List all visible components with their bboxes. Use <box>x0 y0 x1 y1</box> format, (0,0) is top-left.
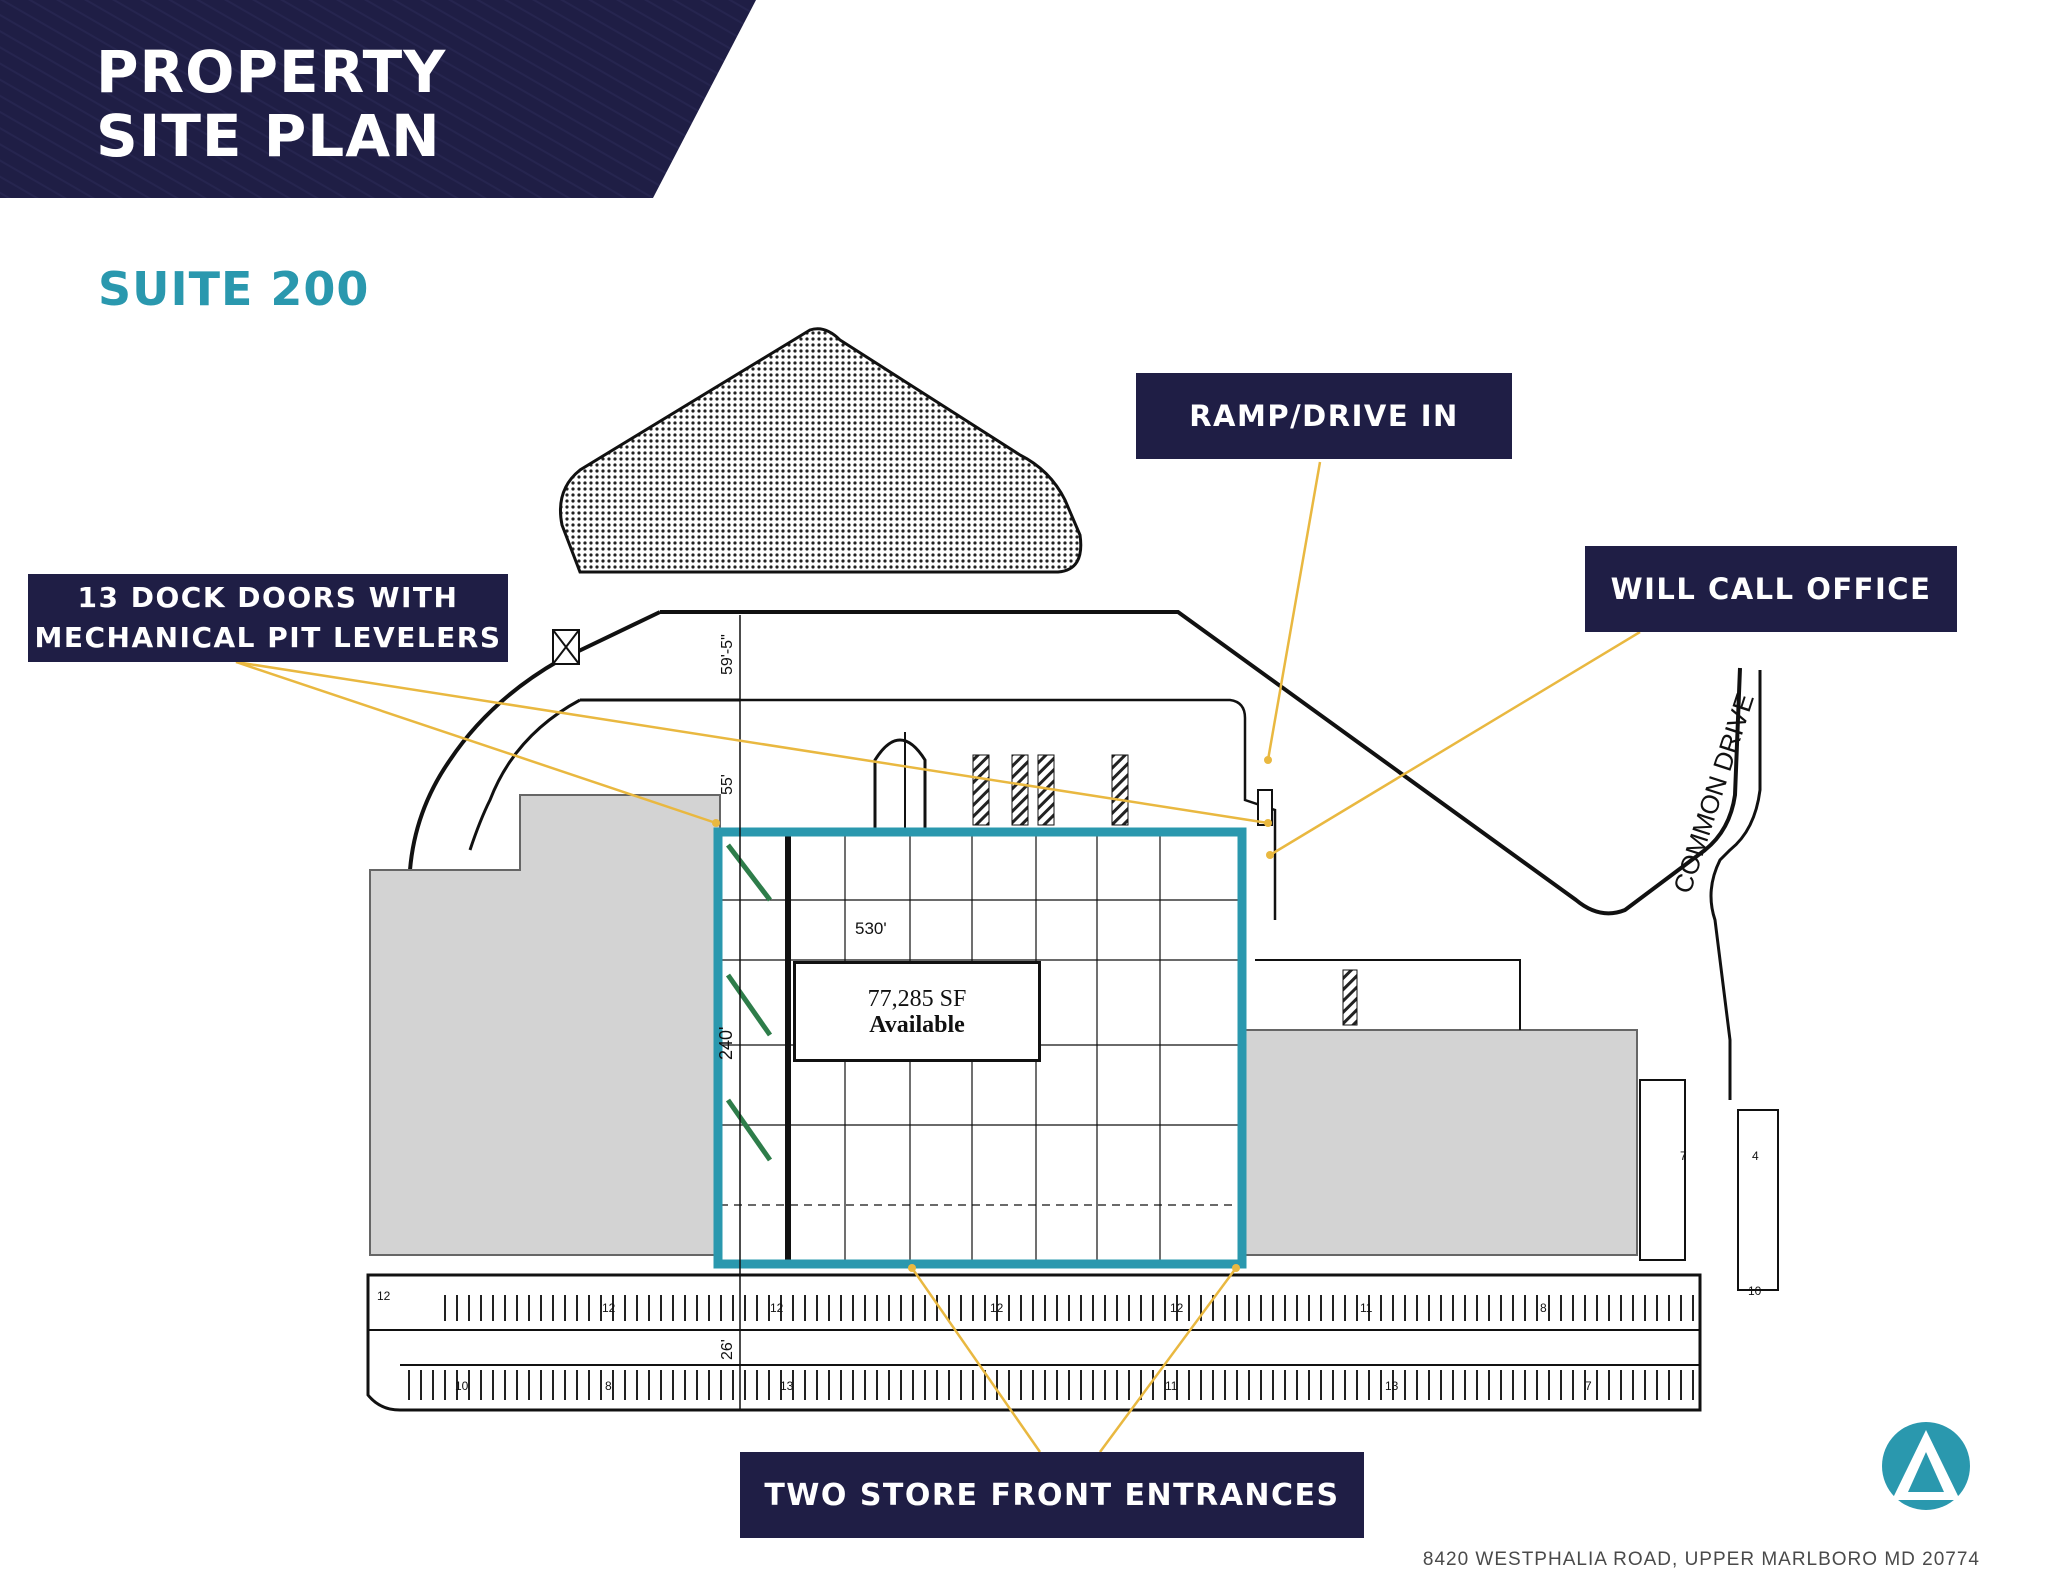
space-count: 12 <box>1170 1301 1184 1315</box>
callout-leaders <box>235 461 1641 1453</box>
dim-parking: 26' <box>719 1339 736 1360</box>
title-line-1: PROPERTY <box>96 38 447 106</box>
dim-truck-court: 55' <box>719 774 736 795</box>
space-count: 11 <box>1165 1379 1178 1393</box>
callout-dock-line-2: MECHANICAL PIT LEVELERS <box>34 621 502 654</box>
space-count: 10 <box>1748 1284 1762 1298</box>
left-building-gray <box>369 794 721 1256</box>
property-outline <box>660 610 1742 916</box>
callout-entrances-label: TWO STORE FRONT ENTRANCES <box>764 1477 1340 1513</box>
space-count: 13 <box>1385 1379 1399 1393</box>
space-count: 7 <box>1585 1379 1592 1393</box>
availability-box: 77,285 SF Available <box>793 961 1041 1062</box>
right-building-gray <box>1244 1029 1638 1256</box>
space-count: 12 <box>377 1289 391 1303</box>
space-count: 8 <box>1540 1301 1547 1315</box>
suite-label: SUITE 200 <box>98 262 370 316</box>
road-edge <box>1709 670 1762 1100</box>
space-count: 12 <box>602 1301 616 1315</box>
space-count: 12 <box>990 1301 1004 1315</box>
space-count: 4 <box>1752 1149 1759 1163</box>
dim-top: 59'-5" <box>719 634 736 675</box>
parking-outline <box>366 1273 1702 1412</box>
callout-store-front-entrances: TWO STORE FRONT ENTRANCES <box>740 1452 1364 1538</box>
dim-depth: 240' <box>716 1027 736 1060</box>
page-title: PROPERTY SITE PLAN <box>96 40 446 168</box>
callout-will-call-office: WILL CALL OFFICE <box>1585 546 1957 632</box>
callout-dock-line-1: 13 DOCK DOORS WITH <box>77 581 459 614</box>
space-count: 7 <box>1680 1149 1687 1163</box>
access-drive <box>407 610 661 876</box>
space-count: 13 <box>780 1379 794 1393</box>
suite-200-outline <box>713 827 1247 1269</box>
callout-ramp-label: RAMP/DRIVE IN <box>1189 399 1459 433</box>
title-line-2: SITE PLAN <box>96 102 441 170</box>
property-address: 8420 WESTPHALIA ROAD, UPPER MARLBORO MD … <box>1422 1549 1980 1570</box>
available-sf: 77,285 SF <box>867 985 967 1012</box>
stormwater-pond <box>558 327 1083 574</box>
space-count: 12 <box>770 1301 784 1315</box>
available-label: Available <box>869 1011 965 1038</box>
callout-dock-doors: 13 DOCK DOORS WITH MECHANICAL PIT LEVELE… <box>28 574 508 662</box>
dim-width: 530' <box>855 919 887 938</box>
callout-ramp-drive-in: RAMP/DRIVE IN <box>1136 373 1512 459</box>
road-label: COMMON DRIVE <box>1667 690 1760 897</box>
company-logo <box>1882 1422 1970 1510</box>
space-count: 8 <box>605 1379 612 1393</box>
space-count: 11 <box>1360 1301 1373 1315</box>
callout-will-call-label: WILL CALL OFFICE <box>1610 572 1932 606</box>
header-band <box>0 0 756 198</box>
space-count: 10 <box>455 1379 469 1393</box>
